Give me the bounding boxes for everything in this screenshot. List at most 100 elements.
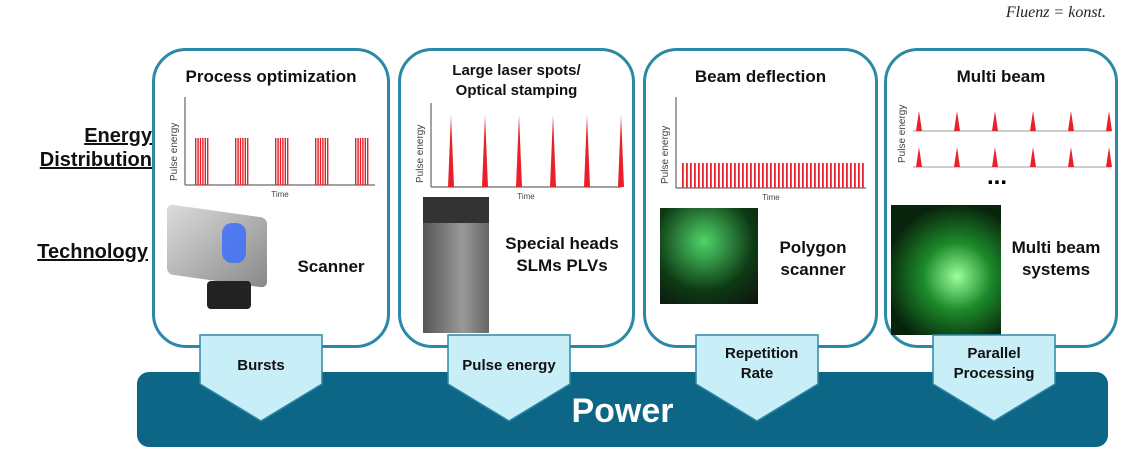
arrow-label: Bursts xyxy=(237,357,285,374)
arrow-parallel-processing: Parallel Processing xyxy=(932,334,1056,422)
pulse-bar xyxy=(778,163,780,188)
pulse-bar xyxy=(239,138,242,185)
pulse-bar xyxy=(282,138,284,185)
arrow-pulse-energy: Pulse energy xyxy=(447,334,571,422)
pulse-bar xyxy=(802,163,804,188)
pulse-bar xyxy=(1030,111,1036,131)
panel-optical-stamping: Large laser spots/ Optical stamping Puls… xyxy=(398,48,635,348)
pulse-bar xyxy=(618,115,624,187)
pulse-bar xyxy=(770,163,772,188)
pulse-bar xyxy=(1068,147,1074,167)
pulse-bar xyxy=(730,163,732,188)
pulse-bar xyxy=(786,163,788,188)
pulse-bar xyxy=(235,138,237,185)
pulse-bar xyxy=(199,138,202,185)
pulse-bar xyxy=(706,163,708,188)
panel-multi-beam: Multi beam Pulse energy ... Multi beam s… xyxy=(884,48,1118,348)
y-axis-label: Pulse energy xyxy=(415,125,426,183)
pulse-bar xyxy=(315,138,317,185)
pulse-bar xyxy=(992,147,998,167)
pulse-bar xyxy=(242,138,244,185)
pulse-bar xyxy=(830,163,832,188)
pulse-bar xyxy=(738,163,740,188)
pulse-bar xyxy=(202,138,204,185)
pulse-bar xyxy=(766,163,768,188)
pulse-bar xyxy=(782,163,784,188)
pulse-bar xyxy=(1106,111,1112,131)
pulse-bar xyxy=(838,163,840,188)
multi-beam-image xyxy=(891,205,1001,335)
pulse-bar xyxy=(722,163,724,188)
pulse-bar xyxy=(694,163,696,188)
panel-title: Large laser spots/ Optical stamping xyxy=(452,62,581,99)
pulse-bar xyxy=(916,111,922,131)
pulse-bar xyxy=(359,138,362,185)
pulse-bar xyxy=(794,163,796,188)
pulse-bar xyxy=(916,147,922,167)
pulse-bar xyxy=(362,138,364,185)
arrow-repetition-rate: Repetition Rate xyxy=(695,334,819,422)
pulse-bar xyxy=(195,138,197,185)
special-head-image xyxy=(423,197,489,333)
pulse-bar xyxy=(364,138,366,185)
pulse-bar xyxy=(357,138,359,185)
pulse-bar xyxy=(826,163,828,188)
pulse-bar xyxy=(247,138,249,185)
pulse-bar xyxy=(850,163,852,188)
ellipsis: ... xyxy=(987,163,1008,190)
polygon-scanner-image xyxy=(660,208,758,304)
pulse-bar xyxy=(750,163,752,188)
pulse-bar xyxy=(746,163,748,188)
pulse-bar xyxy=(798,163,800,188)
pulse-bar xyxy=(682,163,684,188)
pulse-bar xyxy=(516,115,522,187)
technology-label: Technology xyxy=(37,241,148,263)
pulse-bar xyxy=(287,138,289,185)
pulse-bar xyxy=(954,147,960,167)
arrow-label: Parallel Processing xyxy=(953,345,1035,382)
pulse-bar xyxy=(244,138,246,185)
pulse-bar xyxy=(550,115,556,187)
pulse-bar xyxy=(734,163,736,188)
x-axis-label: Time xyxy=(517,192,535,199)
pulse-bar xyxy=(324,138,326,185)
pulse-bar xyxy=(834,163,836,188)
technology-text: Scanner xyxy=(297,257,365,276)
technology-text: Polygon scanner xyxy=(779,238,847,279)
pulse-bar xyxy=(279,138,282,185)
pulse-bar xyxy=(1068,111,1074,131)
pulse-bar xyxy=(322,138,324,185)
fluence-formula: Fluenz = konst. xyxy=(1005,4,1106,21)
pulse-bar xyxy=(319,138,322,185)
pulse-bar xyxy=(710,163,712,188)
pulse-bar xyxy=(818,163,820,188)
arrow-label: Pulse energy xyxy=(462,357,556,374)
pulse-bar xyxy=(698,163,700,188)
pulse-chart-multi: Pulse energy xyxy=(897,105,1112,168)
pulse-bar xyxy=(327,138,329,185)
pulse-bar xyxy=(448,115,454,187)
pulse-bar xyxy=(714,163,716,188)
pulse-bar xyxy=(822,163,824,188)
pulse-bar xyxy=(702,163,704,188)
pulse-bar xyxy=(690,163,692,188)
pulse-bar xyxy=(284,138,286,185)
pulse-bar xyxy=(686,163,688,188)
pulse-bar xyxy=(858,163,860,188)
technology-text: Multi beam systems xyxy=(1011,238,1101,279)
pulse-bar xyxy=(1106,147,1112,167)
pulse-bar xyxy=(367,138,369,185)
technology-text: Special heads SLMs PLVs xyxy=(505,234,619,275)
pulse-bar xyxy=(846,163,848,188)
pulse-bar xyxy=(842,163,844,188)
scanner-image xyxy=(167,203,277,321)
x-axis-label: Time xyxy=(762,193,780,202)
pulse-bar xyxy=(758,163,760,188)
pulse-bar xyxy=(754,163,756,188)
y-axis-label: Pulse energy xyxy=(897,105,908,163)
